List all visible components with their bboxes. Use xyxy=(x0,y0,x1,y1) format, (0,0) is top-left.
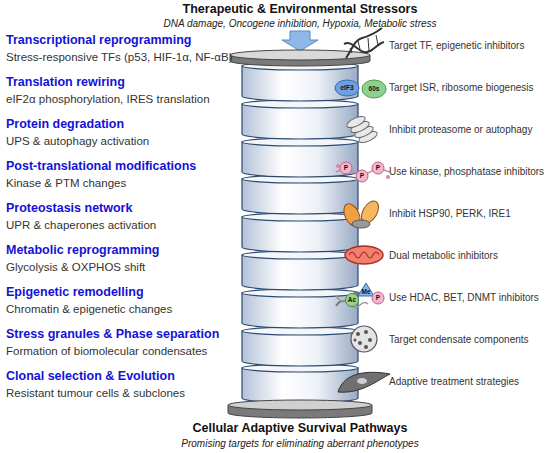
diagram-caption: Cellular Adaptive Survival Pathways xyxy=(100,421,500,435)
diagram-title: Therapeutic & Environmental Stressors xyxy=(100,2,500,16)
ribosome-60s xyxy=(362,80,386,98)
pathway-heading: Clonal selection & Evolution xyxy=(6,369,244,383)
pathway-detail: Resistant tumour cells & subclones xyxy=(6,387,244,399)
pathway-heading: Epigenetic remodelling xyxy=(6,285,244,299)
pathway-heading: Proteostasis network xyxy=(6,201,244,215)
stressor-list: DNA damage, Oncogene inhibition, Hypoxia… xyxy=(150,18,450,29)
target-strategy: Dual metabolic inhibitors xyxy=(389,250,550,261)
proteasome-ring xyxy=(345,114,367,130)
pathway-detail: Glycolysis & OXPHOS shift xyxy=(6,261,244,273)
target-strategy: Target ISR, ribosome biogenesis xyxy=(389,82,550,93)
target-strategy: Target TF, epigenetic inhibitors xyxy=(389,40,550,51)
pathway-heading: Stress granules & Phase separation xyxy=(6,327,244,341)
mitochondrion-cristae xyxy=(349,252,379,258)
mitochondrion xyxy=(345,246,383,264)
eif3-subunit xyxy=(335,80,359,96)
pathway-detail: UPR & chaperones activation xyxy=(6,219,244,231)
icon-label: Ac xyxy=(340,295,364,305)
target-strategy: Target condensate components xyxy=(389,334,550,345)
target-strategy: Inhibit HSP90, PERK, IRE1 xyxy=(389,208,550,219)
pathway-detail: UPS & autophagy activation xyxy=(6,135,244,147)
target-strategy: Use HDAC, BET, DNMT inhibitors xyxy=(389,292,550,303)
stack-disk xyxy=(242,255,358,290)
target-strategy: Use kinase, phosphatase inhibitors xyxy=(389,166,550,177)
stack-disk xyxy=(242,142,358,177)
icon-label: P xyxy=(366,163,390,173)
granule-dot xyxy=(364,330,368,334)
cell-nucleus xyxy=(357,378,367,384)
stress-granule xyxy=(351,326,377,352)
stress-arrow xyxy=(282,31,318,51)
tumour-cell xyxy=(338,372,390,392)
ptm-dot xyxy=(336,164,340,168)
stack-disk xyxy=(242,331,358,366)
icon-label: P xyxy=(366,293,390,303)
pathway-detail: Stress-responsive TFs (p53, HIF-1α, NF-α… xyxy=(6,51,244,63)
pathway-heading: Transcriptional reprogramming xyxy=(6,33,244,47)
granule-dot xyxy=(354,339,357,342)
pathway-detail: eIF2α phosphorylation, IRES translation xyxy=(6,93,244,105)
caption-subtitle: Promising targets for eliminating aberra… xyxy=(150,438,450,449)
stack-disk xyxy=(242,104,358,139)
pathway-heading: Metabolic reprogramming xyxy=(6,243,244,257)
target-strategy: Adaptive treatment strategies xyxy=(389,376,550,387)
client-protein xyxy=(352,220,370,228)
icon-label: P xyxy=(350,171,374,181)
granule-dot xyxy=(356,332,360,336)
pathway-detail: Formation of biomolecular condensates xyxy=(6,345,244,357)
icon-label: Me xyxy=(354,287,378,297)
granule-dot xyxy=(358,341,362,345)
icon-label: 60s xyxy=(362,84,386,94)
dna-rungs xyxy=(350,35,378,53)
granule-dot xyxy=(368,338,372,342)
pathway-heading: Protein degradation xyxy=(6,117,244,131)
pathway-detail: Kinase & PTM changes xyxy=(6,177,244,189)
pathway-heading: Translation rewiring xyxy=(6,75,244,89)
target-strategy: Inhibit proteasome or autophagy xyxy=(389,124,550,135)
stack-disk xyxy=(242,179,358,214)
stack-disk xyxy=(242,293,358,328)
pathway-heading: Post-translational modifications xyxy=(6,159,244,173)
icon-label: eIF3 xyxy=(335,83,359,93)
icon-label: P xyxy=(334,163,358,173)
granule-dot xyxy=(364,345,368,349)
pathway-detail: Chromatin & epigenetic changes xyxy=(6,303,244,315)
stack-disk xyxy=(242,217,358,252)
stack-disk xyxy=(242,66,358,101)
base-plate-face xyxy=(228,400,372,410)
